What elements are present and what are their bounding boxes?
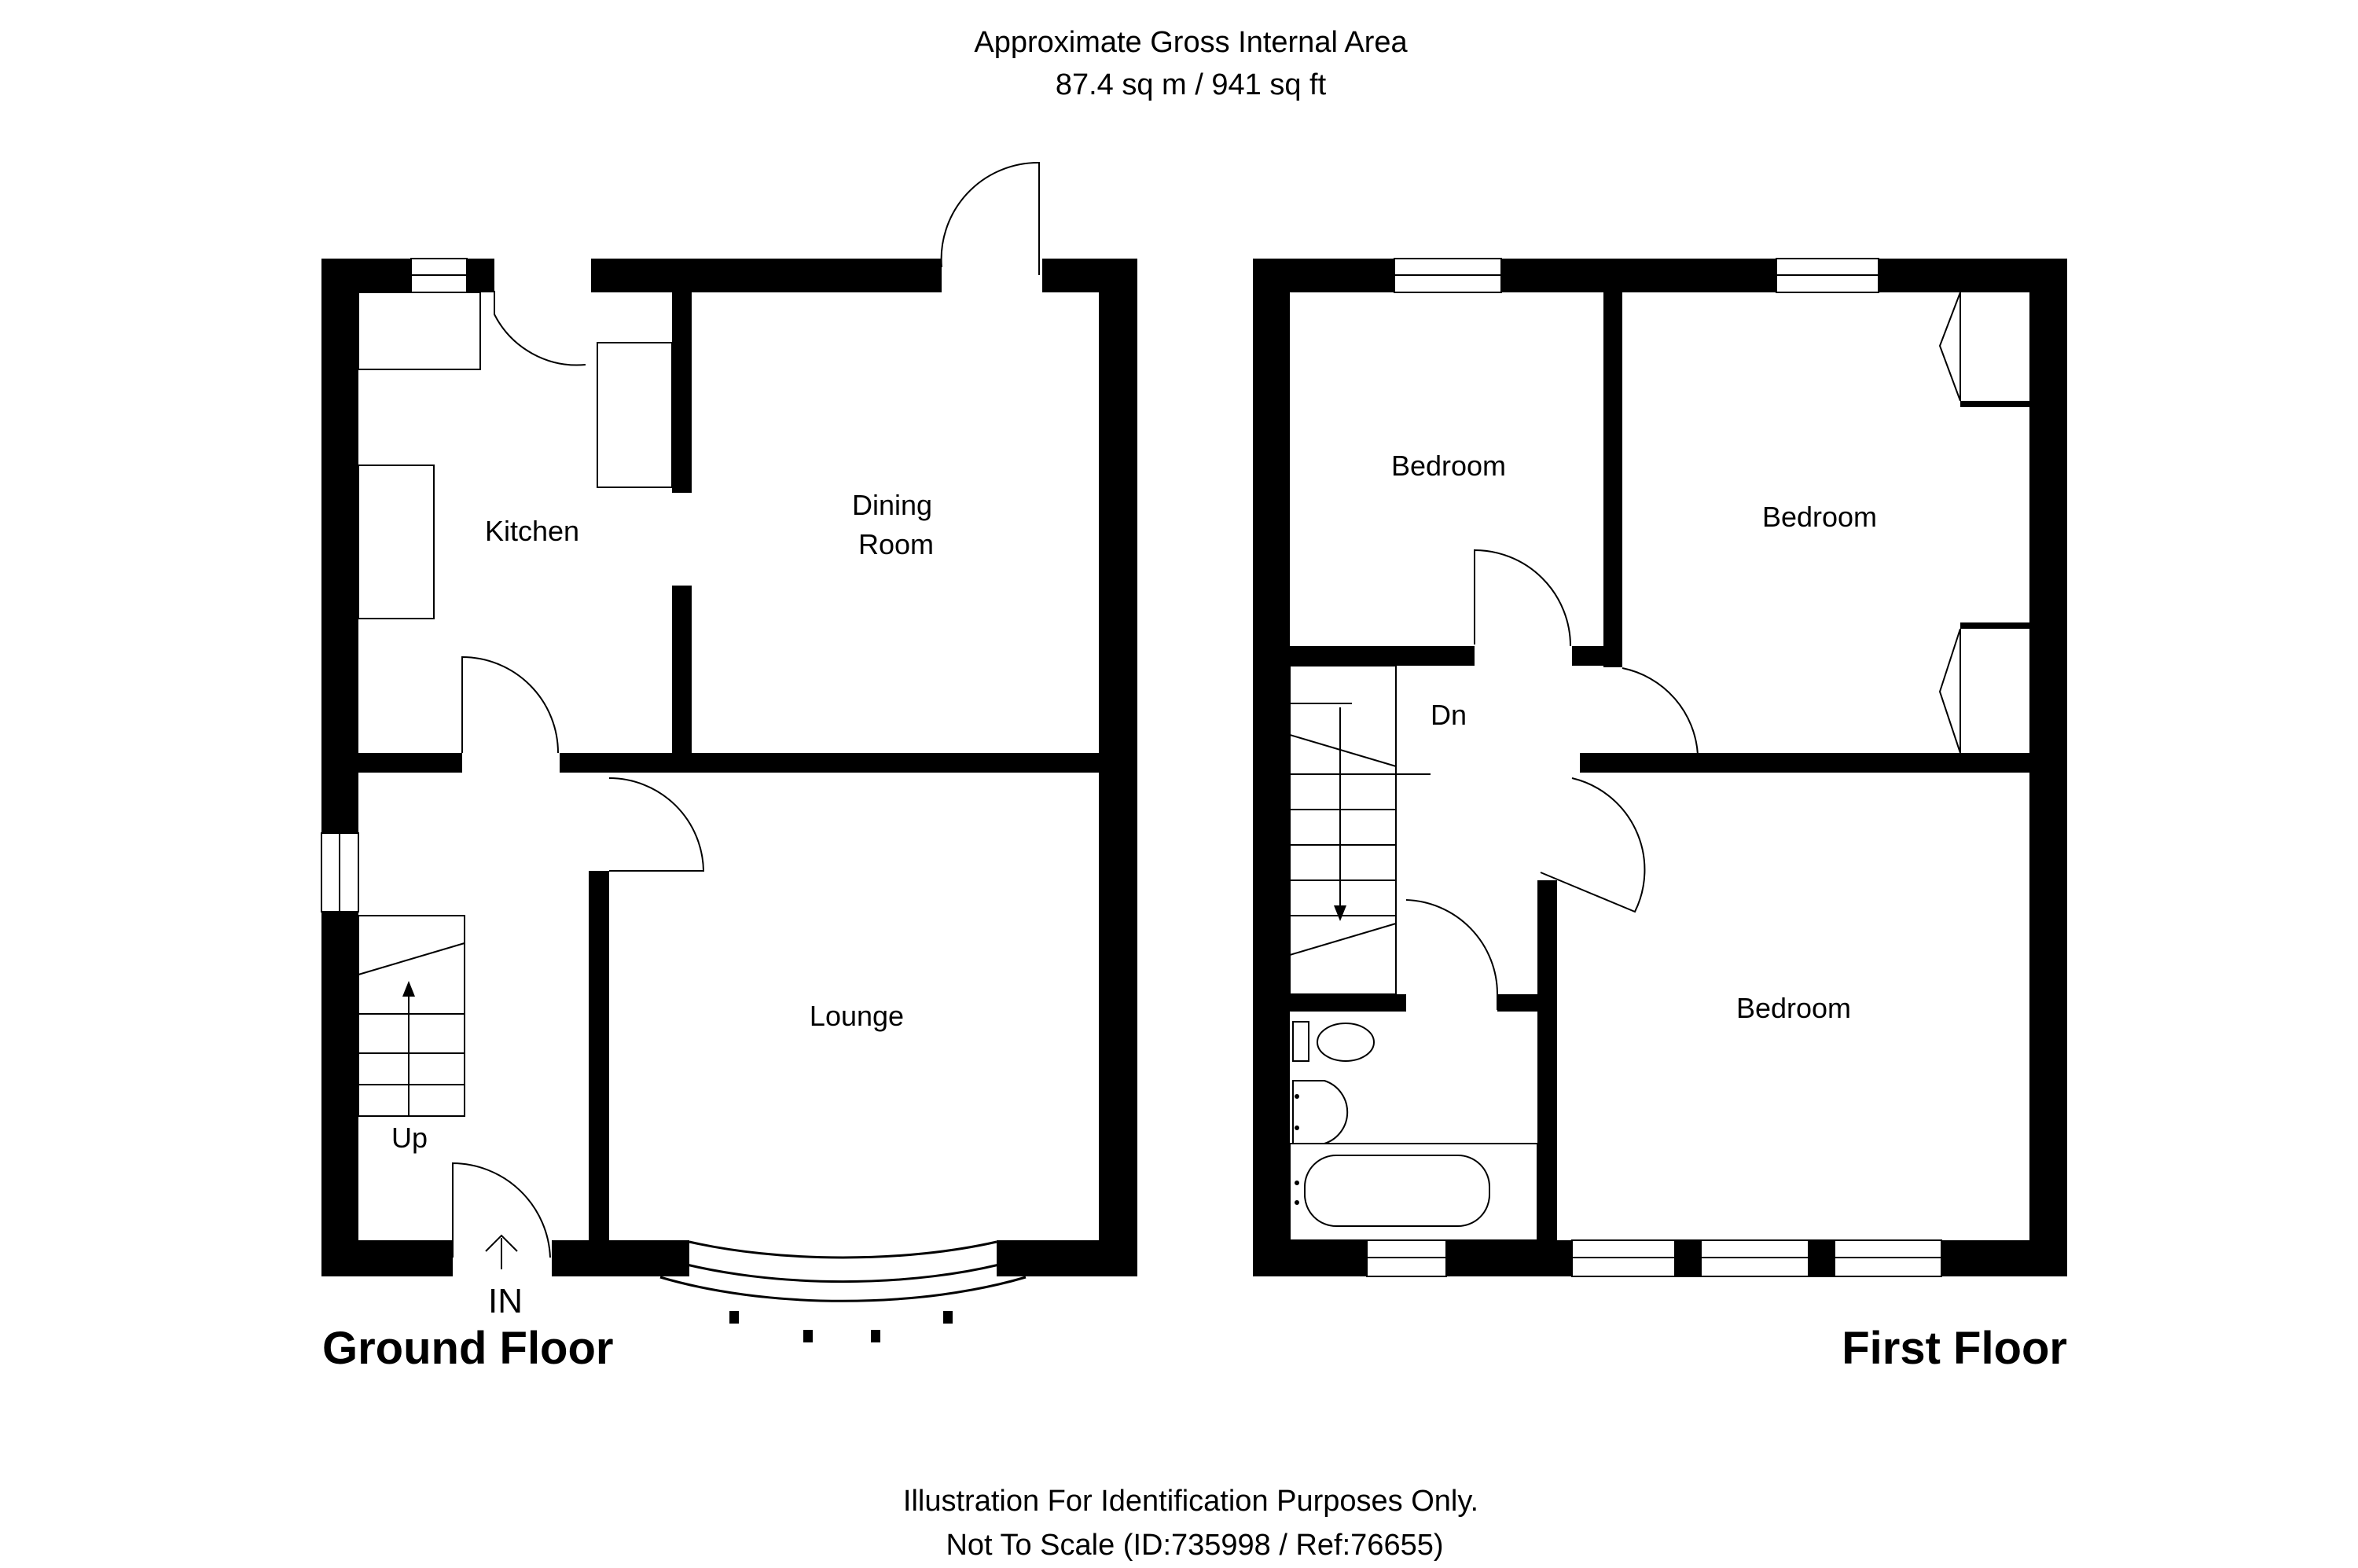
- room-label-bedroom-2: Bedroom: [1762, 501, 1877, 533]
- room-label-lounge: Lounge: [810, 1000, 904, 1032]
- first-floor-title: First Floor: [1842, 1323, 2067, 1374]
- stairs-down-label: Dn: [1431, 699, 1467, 731]
- entrance-label: IN: [488, 1282, 523, 1320]
- room-label-dining-line2: Room: [858, 528, 934, 560]
- disclaimer-line2: Not To Scale (ID:735998 / Ref:76655): [946, 1529, 1443, 1562]
- ground-floor-plan: Kitchen Dining Room Lounge Up IN Ground …: [321, 161, 1137, 1374]
- room-label-dining-line1: Dining: [852, 489, 932, 521]
- room-label-kitchen: Kitchen: [485, 515, 579, 547]
- gross-area-title: Approximate Gross Internal Area: [974, 26, 1408, 59]
- disclaimer-line1: Illustration For Identification Purposes…: [903, 1485, 1478, 1518]
- stairs-up-label: Up: [391, 1122, 428, 1154]
- room-label-bedroom-1: Bedroom: [1391, 450, 1506, 482]
- first-floor-plan: Bedroom Bedroom Bedroom Dn First Floor: [1253, 258, 2067, 1374]
- room-label-bedroom-3: Bedroom: [1736, 992, 1851, 1024]
- ground-floor-title: Ground Floor: [322, 1323, 614, 1374]
- gross-area-value: 87.4 sq m / 941 sq ft: [1056, 68, 1327, 101]
